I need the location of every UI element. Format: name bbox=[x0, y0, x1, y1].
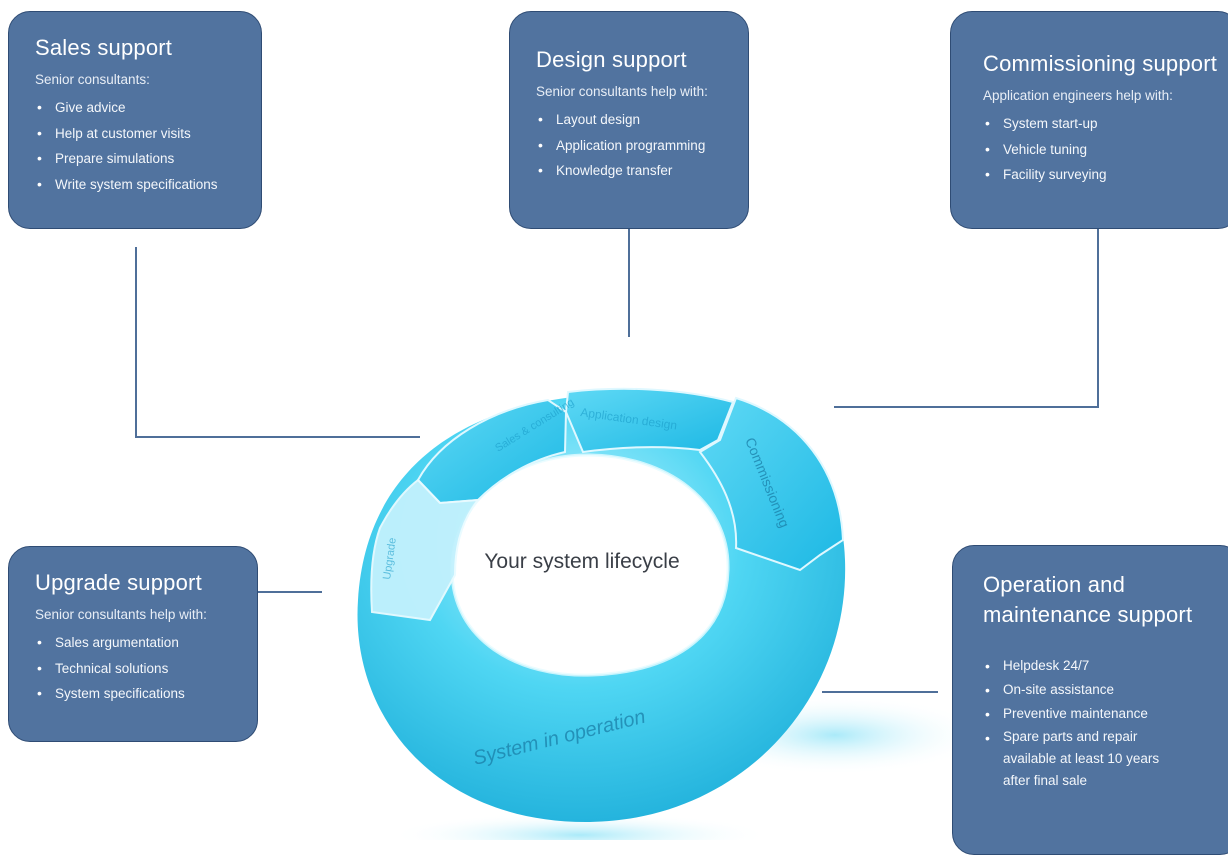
sales-support-box: Sales support Senior consultants: Give a… bbox=[8, 11, 262, 229]
upgrade-support-title: Upgrade support bbox=[35, 570, 202, 595]
upgrade-support-list: Sales argumentation Technical solutions … bbox=[35, 630, 237, 707]
list-item: Help at customer visits bbox=[35, 121, 241, 147]
commissioning-support-title: Commissioning support bbox=[983, 51, 1218, 76]
design-support-box: Design support Senior consultants help w… bbox=[509, 11, 749, 229]
title-line: maintenance support bbox=[983, 602, 1193, 627]
segment-upgrade bbox=[370, 478, 481, 622]
operation-maintenance-support-box: Operation and maintenance support Helpde… bbox=[952, 545, 1228, 855]
design-support-lead: Senior consultants help with: bbox=[536, 84, 708, 99]
list-item: Knowledge transfer bbox=[536, 158, 728, 184]
operation-maintenance-support-list: Helpdesk 24/7 On-site assistance Prevent… bbox=[983, 654, 1221, 792]
list-item: Vehicle tuning bbox=[983, 137, 1219, 163]
segment-label-upgrade: Upgrade bbox=[381, 537, 399, 580]
list-item: Sales argumentation bbox=[35, 630, 237, 656]
list-item: On-site assistance bbox=[983, 678, 1221, 702]
list-item: Write system specifications bbox=[35, 172, 241, 198]
ring-reflection-bottom bbox=[390, 813, 770, 840]
list-item: Technical solutions bbox=[35, 656, 237, 682]
sales-support-title: Sales support bbox=[35, 35, 173, 60]
list-item: System specifications bbox=[35, 681, 237, 707]
list-item: System start-up bbox=[983, 111, 1219, 137]
segment-application-design bbox=[564, 387, 735, 454]
lifecycle-ring bbox=[357, 392, 846, 823]
commissioning-support-lead: Application engineers help with: bbox=[983, 88, 1173, 103]
list-item: Preventive maintenance bbox=[983, 702, 1221, 726]
connector-commissioning bbox=[834, 229, 1099, 408]
list-item-line: Spare parts and repair bbox=[1003, 729, 1138, 744]
connector-sales bbox=[135, 247, 420, 438]
list-item: Application programming bbox=[536, 133, 728, 159]
design-support-list: Layout design Application programming Kn… bbox=[536, 107, 728, 184]
list-item-line: after final sale bbox=[1003, 773, 1088, 788]
sales-support-list: Give advice Help at customer visits Prep… bbox=[35, 95, 241, 197]
lifecycle-center-label: Your system lifecycle bbox=[484, 550, 680, 573]
title-line: Operation and bbox=[983, 572, 1126, 597]
upgrade-support-lead: Senior consultants help with: bbox=[35, 607, 207, 622]
list-item: Give advice bbox=[35, 95, 241, 121]
operation-maintenance-support-title: Operation and maintenance support bbox=[983, 570, 1221, 630]
sales-support-lead: Senior consultants: bbox=[35, 72, 150, 87]
list-item: Helpdesk 24/7 bbox=[983, 654, 1221, 678]
design-support-title: Design support bbox=[536, 47, 687, 72]
list-item: Spare parts and repair available at leas… bbox=[983, 726, 1221, 792]
list-item-line: available at least 10 years bbox=[1003, 751, 1160, 766]
list-item: Layout design bbox=[536, 107, 728, 133]
commissioning-support-box: Commissioning support Application engine… bbox=[950, 11, 1228, 229]
upgrade-support-box: Upgrade support Senior consultants help … bbox=[8, 546, 258, 742]
commissioning-support-list: System start-up Vehicle tuning Facility … bbox=[983, 111, 1219, 188]
segment-commissioning bbox=[698, 396, 845, 572]
list-item: Prepare simulations bbox=[35, 146, 241, 172]
list-item: Facility surveying bbox=[983, 162, 1219, 188]
